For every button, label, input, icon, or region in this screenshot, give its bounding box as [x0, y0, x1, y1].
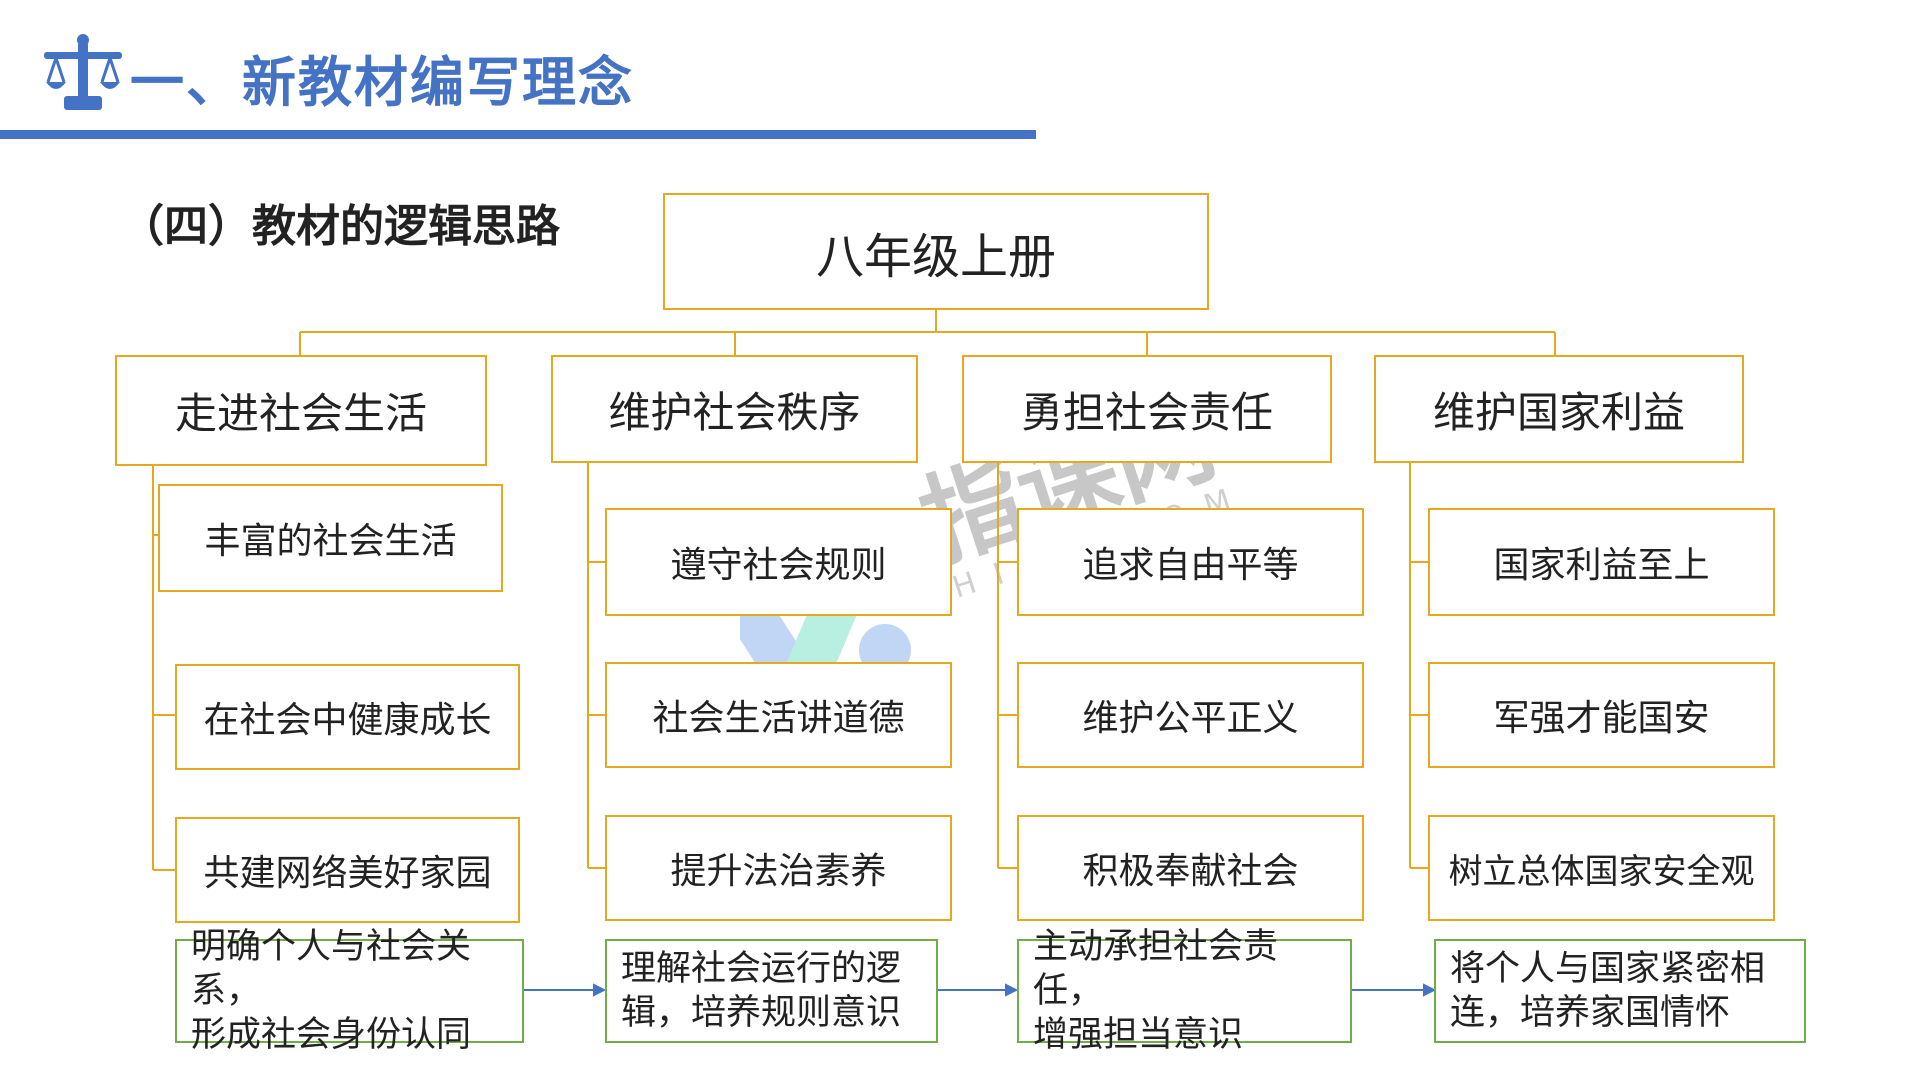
category-node: 维护社会秩序 — [551, 355, 918, 463]
sub-node: 在社会中健康成长 — [175, 664, 520, 770]
goal-line: 增强担当意识 — [1033, 1015, 1244, 1055]
sub-node: 追求自由平等 — [1017, 508, 1364, 616]
sub-node: 丰富的社会生活 — [158, 484, 503, 592]
root-node: 八年级上册 — [663, 193, 1209, 310]
sub-node: 共建网络美好家园 — [175, 817, 520, 923]
goal-line: 连，培养家国情怀 — [1450, 993, 1731, 1033]
sub-node: 维护公平正义 — [1017, 662, 1364, 768]
goal-line: 理解社会运行的逻 — [621, 949, 902, 989]
category-node: 走进社会生活 — [115, 355, 487, 466]
section-title: （四）教材的逻辑思路 — [120, 201, 560, 252]
sub-node: 树立总体国家安全观 — [1428, 815, 1775, 921]
goal-line: 将个人与国家紧密相 — [1450, 949, 1766, 989]
goal-node: 将个人与国家紧密相连，培养家国情怀 — [1434, 939, 1806, 1043]
sub-node: 社会生活讲道德 — [605, 662, 952, 768]
category-node: 维护国家利益 — [1374, 355, 1744, 463]
goal-node: 明确个人与社会关系，形成社会身份认同 — [175, 927, 524, 1055]
sub-node: 积极奉献社会 — [1017, 815, 1364, 921]
header — [40, 20, 126, 130]
goal-line: 明确个人与社会关系， — [191, 927, 472, 1011]
scale-icon — [44, 34, 122, 110]
goal-line: 形成社会身份认同 — [191, 1015, 472, 1055]
goal-line: 主动承担社会责任， — [1033, 927, 1279, 1011]
sub-node: 遵守社会规则 — [605, 508, 952, 616]
sub-node: 提升法治素养 — [605, 815, 952, 921]
sub-node: 军强才能国安 — [1428, 662, 1775, 768]
sub-node: 国家利益至上 — [1428, 508, 1775, 616]
goal-node: 主动承担社会责任，增强担当意识 — [1017, 927, 1352, 1055]
header-underline — [0, 130, 1036, 139]
page-title: 一、新教材编写理念 — [130, 51, 634, 114]
category-node: 勇担社会责任 — [962, 355, 1332, 463]
goal-line: 辑，培养规则意识 — [621, 993, 902, 1033]
goal-node: 理解社会运行的逻辑，培养规则意识 — [605, 939, 938, 1043]
